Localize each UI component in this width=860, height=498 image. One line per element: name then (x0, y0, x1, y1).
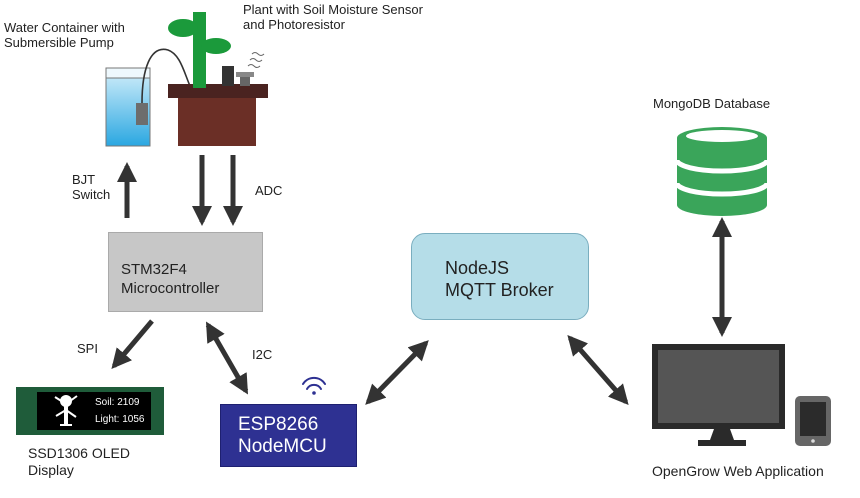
bjt-label-line2: Switch (72, 187, 111, 202)
nodejs-subtitle: MQTT Broker (445, 280, 554, 300)
monitor-icon (652, 344, 785, 446)
nodejs-mqtt-broker-box: NodeJS MQTT Broker (411, 233, 589, 320)
bjt-label-line1: BJT (72, 172, 96, 187)
oled-soil-reading: Soil: 2109 (95, 397, 140, 408)
water-container-label-line2: Submersible Pump (4, 35, 114, 50)
mongodb-label: MongoDB Database (653, 96, 771, 111)
esp8266-nodemcu-box: ESP8266 NodeMCU (220, 404, 357, 467)
oled-display-label: SSD1306 OLED Display (28, 445, 130, 479)
esp-subtitle: NodeMCU (238, 436, 327, 457)
adc-label: ADC (255, 183, 283, 198)
tablet-icon (795, 396, 831, 446)
stm32-microcontroller-box: STM32F4 Microcontroller (108, 232, 263, 312)
plant-icon (168, 12, 268, 146)
oled-label-line2: Display (28, 462, 74, 478)
bjt-switch-label: BJT Switch (72, 172, 110, 202)
database-icon (674, 127, 770, 216)
web-app-label: OpenGrow Web Application (652, 463, 824, 479)
stm32-title: STM32F4 (121, 261, 187, 278)
stm32-subtitle: Microcontroller (121, 280, 220, 297)
i2c-label: I2C (252, 347, 273, 362)
arrow-i2c (205, 321, 249, 395)
plant-label-line2: and Photoresistor (243, 17, 345, 32)
oled-label-line1: SSD1306 OLED (28, 445, 130, 461)
esp-title: ESP8266 (238, 414, 319, 435)
water-container-label-line1: Water Container with (4, 20, 125, 35)
wifi-icon (302, 377, 326, 395)
spi-label: SPI (77, 341, 98, 356)
arrow-spi (111, 319, 154, 370)
arrow-esp-node (365, 340, 429, 405)
nodejs-title: NodeJS (445, 258, 510, 278)
water-container-label: Water Container with Submersible Pump (4, 20, 125, 50)
oled-display-icon (16, 387, 164, 435)
arrow-node-web (567, 334, 629, 406)
oled-light-reading: Light: 1056 (95, 414, 145, 425)
water-container-icon (105, 48, 191, 147)
plant-label-line1: Plant with Soil Moisture Sensor (243, 2, 423, 17)
tree-logo-icon (54, 395, 78, 426)
plant-label: Plant with Soil Moisture Sensor and Phot… (243, 2, 423, 32)
